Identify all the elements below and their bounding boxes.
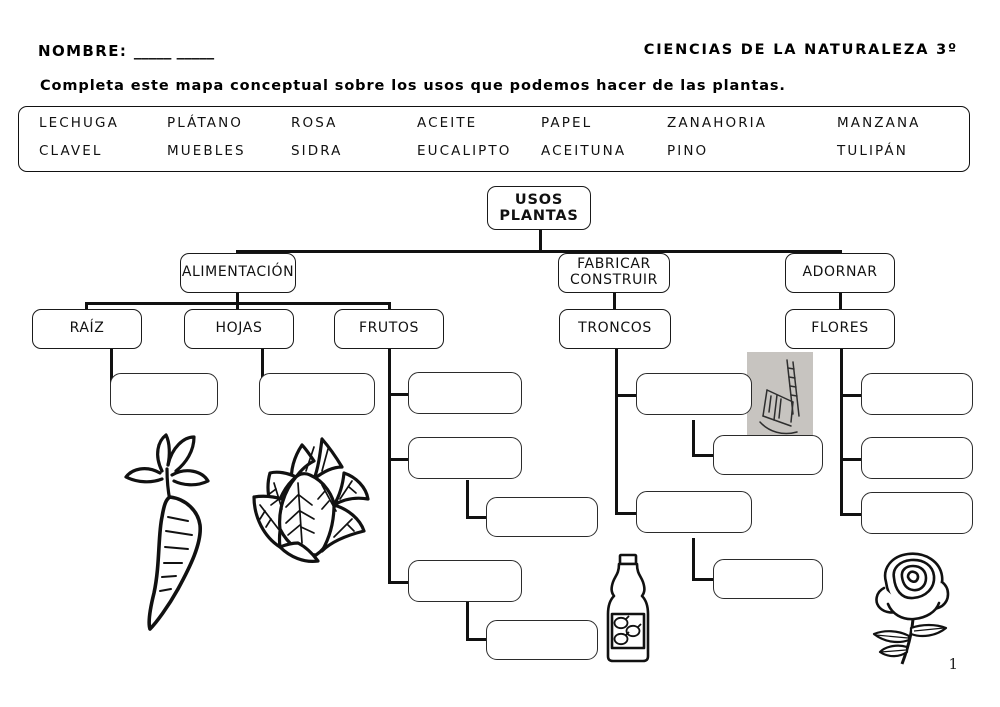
connector-to-hojas bbox=[236, 302, 239, 312]
node-troncos: TRONCOS bbox=[559, 309, 671, 349]
node-label: RAÍZ bbox=[69, 320, 105, 337]
page-number: 1 bbox=[948, 655, 958, 673]
node-adornar: ADORNAR bbox=[785, 253, 895, 293]
connector-alimentacion-stem bbox=[236, 289, 239, 304]
answer-blank-frutos-3a[interactable] bbox=[486, 620, 598, 660]
node-label: ALIMENTACIÓN bbox=[181, 264, 295, 281]
connector-frutos-to-blank-4 bbox=[388, 581, 410, 584]
rocking-chair-icon bbox=[747, 352, 813, 442]
node-label-line2: CONSTRUIR bbox=[570, 272, 658, 288]
connector-fabricar-troncos bbox=[613, 289, 616, 312]
connector-frutos-sub-2-h bbox=[466, 638, 488, 641]
node-frutos: FRUTOS bbox=[334, 309, 444, 349]
node-alimentacion: ALIMENTACIÓN bbox=[180, 253, 296, 293]
node-label-line2: PLANTAS bbox=[499, 208, 579, 224]
answer-blank-frutos-2[interactable] bbox=[408, 437, 522, 479]
student-name-blank[interactable]: _____ _____ bbox=[133, 42, 215, 60]
answer-blank-frutos-2a[interactable] bbox=[486, 497, 598, 537]
answer-blank-frutos-1[interactable] bbox=[408, 372, 522, 414]
word-bank-item[interactable]: ZANAHORIA bbox=[667, 115, 768, 131]
connector-hojas-spine bbox=[261, 348, 264, 396]
node-label: FRUTOS bbox=[358, 320, 420, 337]
node-fabricar-construir: FABRICAR CONSTRUIR bbox=[558, 253, 670, 293]
word-bank-item[interactable]: ACEITE bbox=[417, 115, 478, 131]
connector-troncos-sub-1-v bbox=[692, 420, 695, 456]
connector-flores-spine bbox=[840, 348, 843, 514]
rose-illustration bbox=[872, 552, 950, 665]
word-bank-item[interactable]: PLÁTANO bbox=[167, 115, 244, 131]
instruction-text: Completa este mapa conceptual sobre los … bbox=[40, 78, 786, 94]
connector-troncos-to-blank-2 bbox=[615, 512, 637, 515]
word-bank-item[interactable]: LECHUGA bbox=[39, 115, 119, 131]
word-bank-item[interactable]: PAPEL bbox=[541, 115, 593, 131]
node-label: FLORES bbox=[811, 320, 869, 337]
connector-troncos-sub-2-h bbox=[692, 578, 714, 581]
node-hojas: HOJAS bbox=[184, 309, 294, 349]
connector-frutos-spine bbox=[388, 348, 391, 583]
word-bank-row-2: CLAVEL MUEBLES SIDRA EUCALIPTO ACEITUNA … bbox=[19, 143, 969, 171]
answer-blank-troncos-2a[interactable] bbox=[713, 559, 823, 599]
answer-blank-troncos-1[interactable] bbox=[636, 373, 752, 415]
node-raiz: RAÍZ bbox=[32, 309, 142, 349]
word-bank-item[interactable]: CLAVEL bbox=[39, 143, 103, 159]
node-label: TRONCOS bbox=[578, 320, 652, 337]
word-bank-item[interactable]: PINO bbox=[667, 143, 709, 159]
word-bank-item[interactable]: MANZANA bbox=[837, 115, 921, 131]
answer-blank-flores-3[interactable] bbox=[861, 492, 973, 534]
node-label-line1: FABRICAR bbox=[577, 256, 651, 273]
connector-troncos-spine bbox=[615, 348, 618, 514]
connector-frutos-to-blank-1 bbox=[388, 393, 410, 396]
connector-troncos-sub-1-h bbox=[692, 454, 714, 457]
connector-root-stem bbox=[539, 229, 542, 251]
connector-troncos-to-blank-1 bbox=[615, 394, 637, 397]
answer-blank-flores-2[interactable] bbox=[861, 437, 973, 479]
connector-flores-to-blank-2 bbox=[840, 458, 862, 461]
node-flores: FLORES bbox=[785, 309, 895, 349]
word-bank-item[interactable]: ROSA bbox=[291, 115, 338, 131]
connector-adornar-flores bbox=[839, 289, 842, 312]
subject-title: CIENCIAS DE LA NATURALEZA 3º bbox=[643, 42, 958, 58]
student-name-label: NOMBRE: bbox=[38, 42, 128, 60]
node-label: HOJAS bbox=[215, 320, 263, 337]
connector-troncos-sub-2-v bbox=[692, 538, 695, 580]
connector-flores-to-blank-1 bbox=[840, 394, 862, 397]
connector-frutos-sub-1-h bbox=[466, 516, 488, 519]
node-usos-plantas: USOS PLANTAS bbox=[487, 186, 591, 230]
connector-to-raiz bbox=[85, 302, 88, 312]
word-bank-item[interactable]: ACEITUNA bbox=[541, 143, 627, 159]
student-name-field: NOMBRE: _____ _____ bbox=[38, 42, 214, 60]
carrot-illustration bbox=[124, 433, 210, 631]
word-bank-item[interactable]: EUCALIPTO bbox=[417, 143, 512, 159]
connector-level2-bus bbox=[237, 250, 841, 253]
answer-blank-troncos-1a[interactable] bbox=[713, 435, 823, 475]
connector-frutos-sub-2-v bbox=[466, 602, 469, 640]
rocking-chair-illustration bbox=[747, 352, 813, 442]
olive-oil-bottle-illustration bbox=[606, 553, 650, 663]
connector-frutos-to-blank-2 bbox=[388, 458, 410, 461]
word-bank-row-1: LECHUGA PLÁTANO ROSA ACEITE PAPEL ZANAHO… bbox=[19, 115, 969, 143]
node-label-line1: USOS bbox=[514, 191, 564, 208]
word-bank-item[interactable]: MUEBLES bbox=[167, 143, 246, 159]
answer-blank-frutos-3[interactable] bbox=[408, 560, 522, 602]
node-label: ADORNAR bbox=[802, 264, 878, 281]
answer-blank-hojas-1[interactable] bbox=[259, 373, 375, 415]
connector-frutos-sub-1-v bbox=[466, 480, 469, 518]
word-bank-item[interactable]: TULIPÁN bbox=[837, 143, 908, 159]
lettuce-illustration bbox=[252, 437, 370, 563]
answer-blank-raiz-1[interactable] bbox=[110, 373, 218, 415]
connector-flores-to-blank-3 bbox=[840, 513, 862, 516]
connector-to-frutos bbox=[388, 302, 391, 312]
answer-blank-troncos-2[interactable] bbox=[636, 491, 752, 533]
answer-blank-flores-1[interactable] bbox=[861, 373, 973, 415]
word-bank: LECHUGA PLÁTANO ROSA ACEITE PAPEL ZANAHO… bbox=[18, 106, 970, 172]
connector-raiz-spine bbox=[110, 348, 113, 396]
word-bank-item[interactable]: SIDRA bbox=[291, 143, 343, 159]
